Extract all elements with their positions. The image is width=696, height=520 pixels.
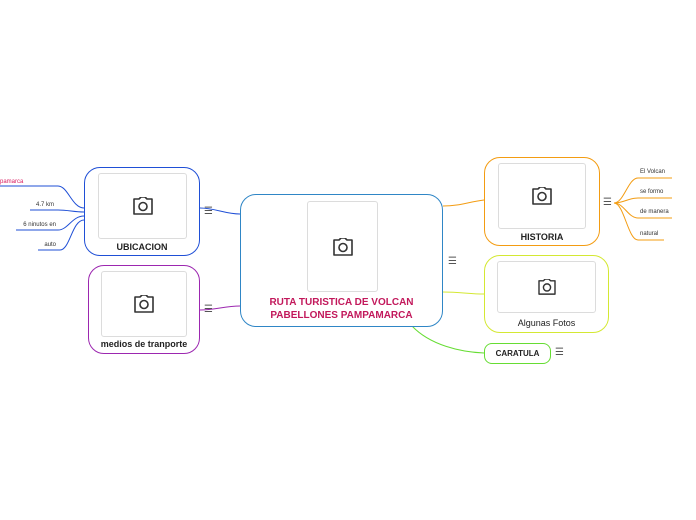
- central-topic-node[interactable]: RUTA TURISTICA DE VOLCAN PABELLONES PAMP…: [240, 194, 443, 327]
- ubicacion-menu-icon[interactable]: ☰: [204, 206, 213, 217]
- connector-historia-leaf-1: [613, 177, 672, 204]
- medios-label: medios de tranporte: [100, 339, 188, 349]
- central-menu-icon[interactable]: ☰: [448, 256, 457, 267]
- connector-ubicacion: [199, 207, 241, 215]
- caratula-menu-icon[interactable]: ☰: [555, 347, 564, 358]
- ubicacion-leaf-2[interactable]: 4.7 km: [35, 202, 54, 208]
- connector-ubicacion-leaf-1: [0, 185, 85, 209]
- camera-icon: [332, 237, 353, 256]
- historia-leaf-2[interactable]: se formo: [640, 189, 664, 195]
- connector-caratula: [411, 325, 485, 354]
- historia-leaf-4[interactable]: natural: [640, 231, 659, 237]
- medios-node[interactable]: medios de tranporte: [88, 265, 200, 354]
- historia-leaf-1[interactable]: El Volcan: [640, 169, 666, 175]
- ubicacion-image-placeholder[interactable]: [98, 173, 187, 239]
- connector-ubicacion-leaf-3: [16, 215, 85, 231]
- historia-leaf-3[interactable]: de manera: [640, 209, 669, 215]
- camera-icon: [134, 295, 154, 313]
- historia-image-placeholder[interactable]: [498, 163, 586, 229]
- medios-image-placeholder[interactable]: [101, 271, 187, 337]
- connector-medios: [199, 305, 241, 311]
- connector-ubicacion-leaf-2: [30, 209, 85, 213]
- camera-icon: [132, 197, 153, 215]
- central-topic-line-1: RUTA TURISTICA DE VOLCAN: [269, 297, 414, 308]
- ubicacion-node[interactable]: UBICACION: [84, 167, 200, 256]
- central-topic-title: RUTA TURISTICA DE VOLCAN PABELLONES PAMP…: [241, 296, 442, 322]
- connector-historia-leaf-2: [613, 197, 672, 204]
- fotos-node[interactable]: Algunas Fotos: [484, 255, 609, 333]
- central-image-placeholder[interactable]: [307, 201, 378, 292]
- fotos-label: Algunas Fotos: [517, 318, 576, 328]
- connector-fotos: [442, 291, 485, 295]
- connector-historia: [442, 199, 485, 207]
- connector-historia-leaf-4: [613, 202, 664, 241]
- ubicacion-label: UBICACION: [116, 242, 168, 252]
- camera-icon: [532, 187, 552, 205]
- caratula-label: CARATULA: [495, 349, 540, 358]
- camera-icon: [537, 279, 556, 295]
- historia-node[interactable]: HISTORIA: [484, 157, 600, 246]
- ubicacion-leaf-3[interactable]: 6 ninutos en: [23, 222, 56, 228]
- fotos-image-placeholder[interactable]: [497, 261, 596, 313]
- ubicacion-leaf-4[interactable]: auto: [44, 242, 56, 248]
- central-topic-line-2: PABELLONES PAMPAMARCA: [270, 310, 413, 321]
- connector-ubicacion-leaf-4: [38, 219, 85, 251]
- caratula-node[interactable]: CARATULA: [484, 343, 551, 364]
- historia-label: HISTORIA: [520, 232, 564, 242]
- medios-menu-icon[interactable]: ☰: [204, 304, 213, 315]
- historia-menu-icon[interactable]: ☰: [603, 197, 612, 208]
- ubicacion-leaf-1[interactable]: pamarca: [0, 179, 24, 185]
